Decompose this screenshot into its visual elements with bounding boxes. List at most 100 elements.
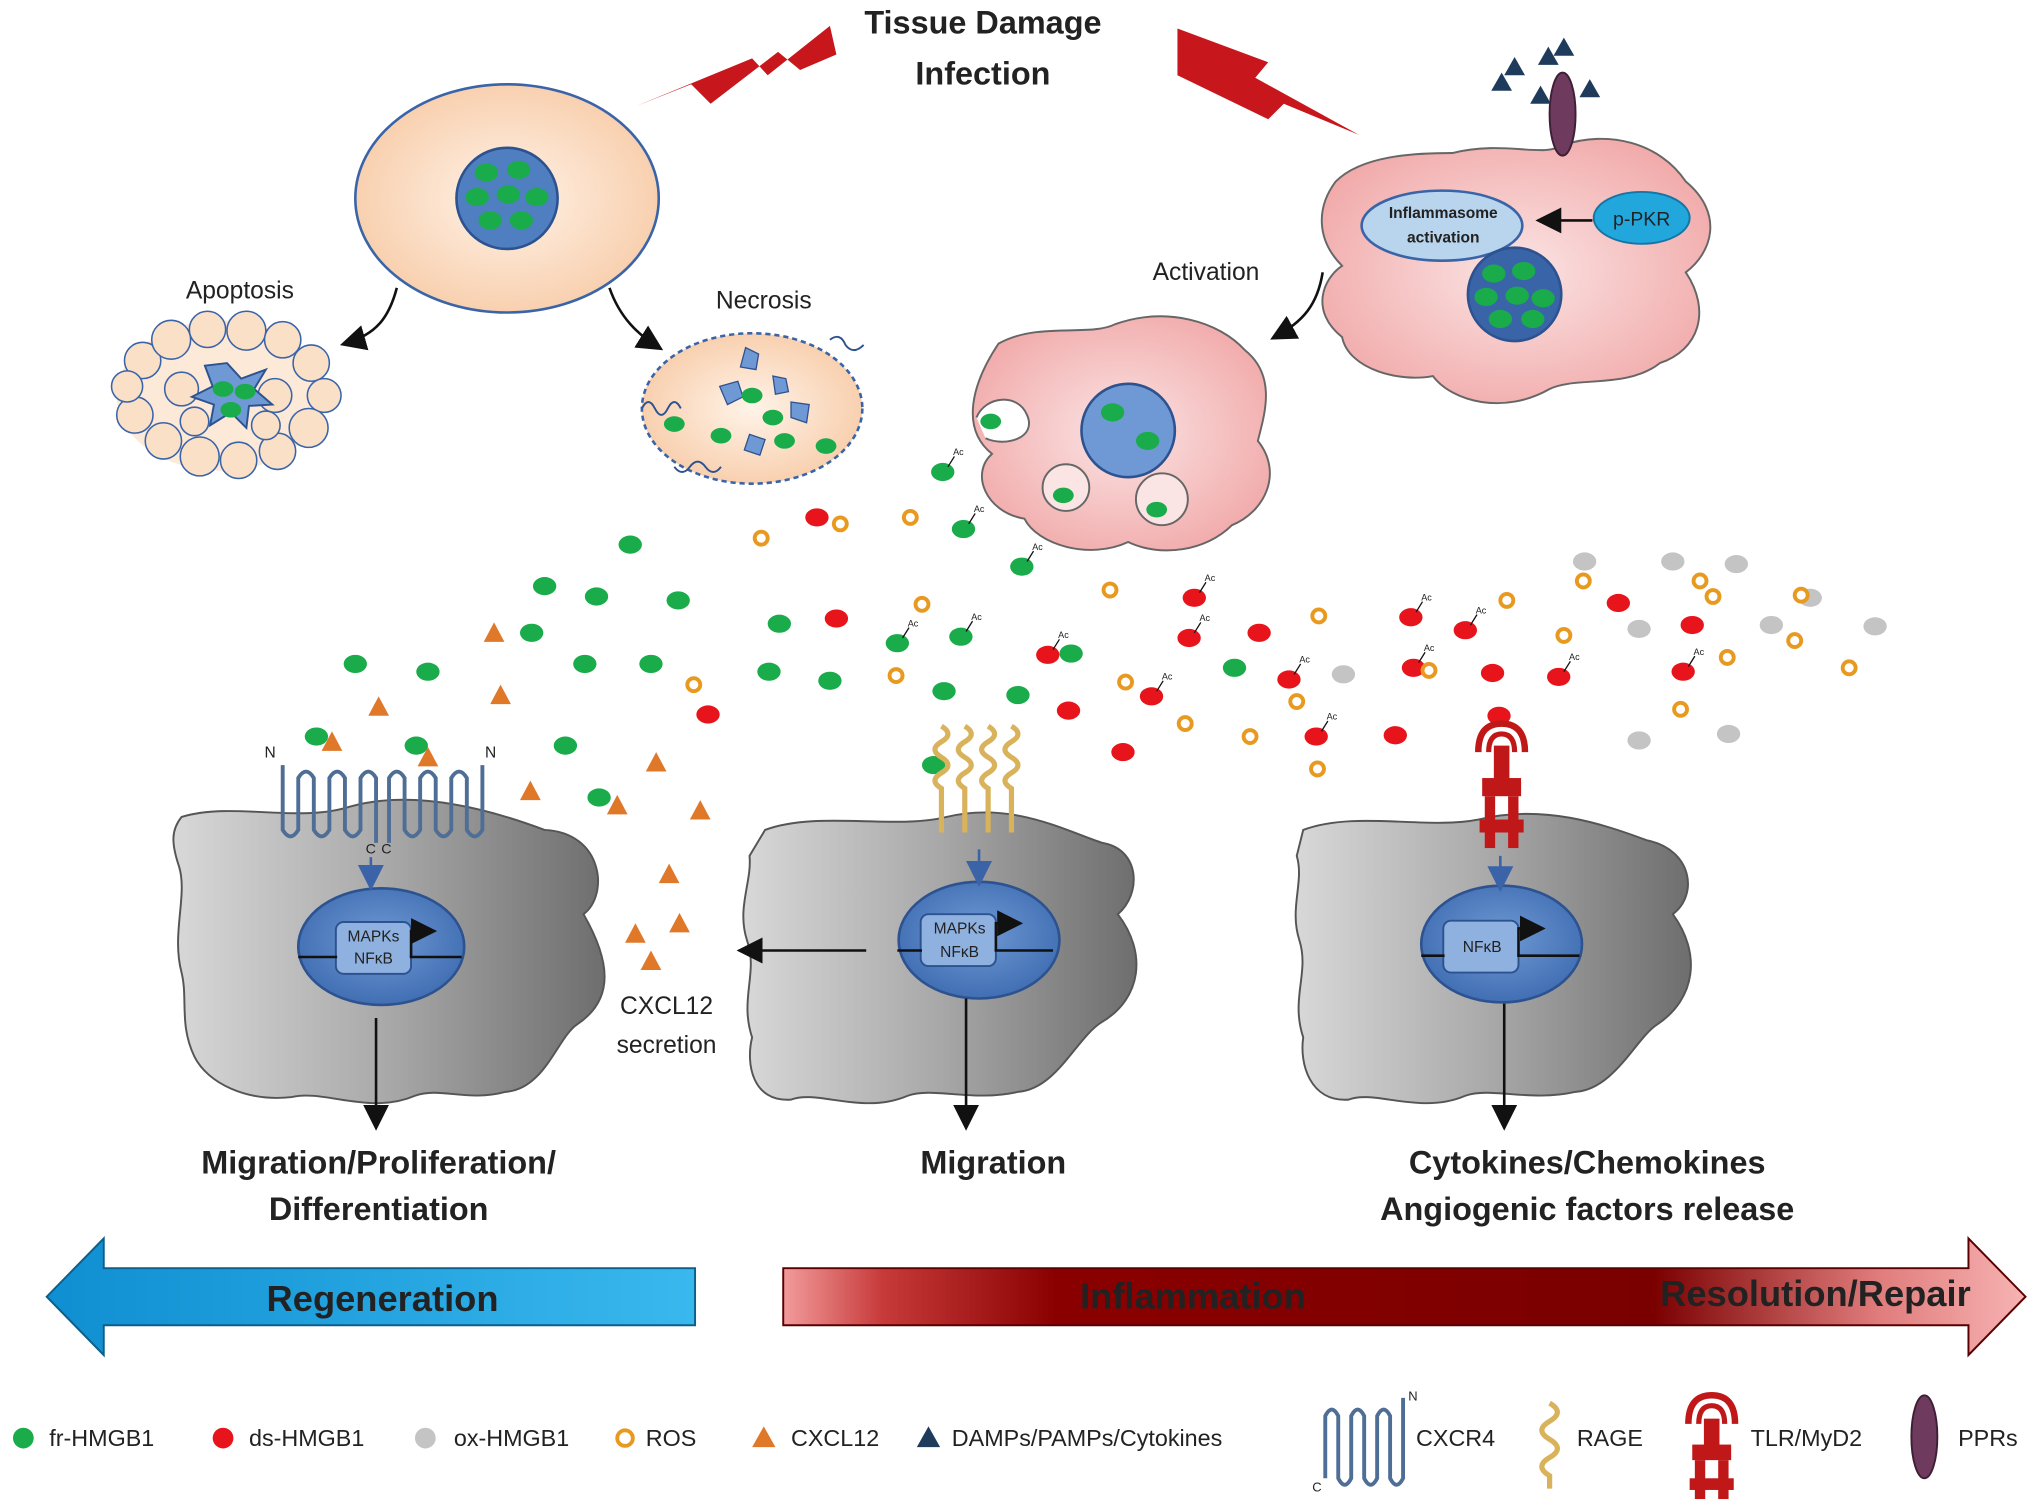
outcome-left-line1: Migration/Proliferation/ <box>201 1145 556 1181</box>
fr-hmgb1-dot <box>818 671 842 690</box>
inflammasome-line2: activation <box>1407 229 1480 246</box>
ros-ring <box>1241 728 1259 745</box>
acetylated-fr-hmgb1-dot <box>1010 557 1034 576</box>
fr-hmgb1-dot <box>767 614 792 633</box>
ds-hmgb1-dot <box>1111 743 1135 762</box>
cxcr4-c-left: C <box>366 841 376 857</box>
ppr-receptor-icon <box>1548 71 1577 157</box>
ros-ring <box>685 676 703 694</box>
fr-hmgb1-dot <box>343 654 367 674</box>
ros-ring <box>1691 572 1709 590</box>
middle-pathway-line2: NFκB <box>940 944 979 961</box>
ros-ring <box>887 667 905 685</box>
necrotic-cell <box>640 331 864 485</box>
ros-ring <box>1310 607 1328 625</box>
ds-hmgb1-dot <box>1606 593 1631 613</box>
fr-hmgb1-dot <box>921 756 946 775</box>
outcome-right-line1: Cytokines/Chemokines <box>1409 1145 1766 1181</box>
necrotic-hmgb1 <box>663 387 837 454</box>
cxcl12-triangle <box>658 863 680 884</box>
fr-hmgb1-dot <box>1006 685 1030 705</box>
apoptosis-label: Apoptosis <box>186 277 294 304</box>
arrow-to-activated-cell <box>1270 272 1324 340</box>
middle-pathway-line1: MAPKs <box>934 921 986 938</box>
tlr-receptor <box>1475 720 1529 849</box>
ox-hmgb1-dot <box>1627 619 1651 638</box>
cxcl12-triangle <box>645 752 667 772</box>
acetyl-link <box>1418 651 1426 663</box>
ox-hmgb1-dot <box>1759 615 1784 635</box>
fr-hmgb1-dot <box>757 662 781 681</box>
fr-hmgb1-dot <box>532 577 557 596</box>
fr-hmgb1-dot <box>416 662 440 681</box>
fr-hmgb1-dot <box>587 788 611 807</box>
acetylated-fr-hmgb1-dot <box>885 634 910 653</box>
ros-ring <box>1840 659 1858 677</box>
acetyl-link <box>1563 660 1571 673</box>
acetyl-link <box>965 620 974 632</box>
ds-hmgb1-dot <box>1056 701 1081 720</box>
damps-triangles <box>1491 37 1601 104</box>
header-line2: Infection <box>915 55 1050 91</box>
outcome-middle: Migration <box>920 1145 1066 1181</box>
ox-hmgb1-dot <box>1716 724 1741 744</box>
outcome-right-line2: Angiogenic factors release <box>1380 1191 1794 1227</box>
ds-hmgb1-dot <box>1680 615 1704 635</box>
resolution-label: Resolution/Repair <box>1660 1273 1971 1314</box>
apoptotic-cell <box>110 310 342 480</box>
acetyl-tag: Ac <box>1205 573 1216 583</box>
cxcl12-triangle <box>606 794 628 815</box>
orange-triangle-icon <box>752 1426 776 1448</box>
ros-ring <box>901 508 919 526</box>
left-pathway-line1: MAPKs <box>348 928 400 945</box>
fr-hmgb1-dot <box>1059 644 1083 663</box>
cxcl12-secretion-line1: CXCL12 <box>620 993 713 1020</box>
ros-ring <box>1792 586 1810 604</box>
ros-ring <box>1420 661 1438 679</box>
ros-ring <box>1704 588 1722 605</box>
navy-triangle-icon <box>916 1426 941 1448</box>
ds-hmgb1-dot <box>1480 663 1505 683</box>
cxcr4-n-right: N <box>485 744 496 761</box>
acetylated-ds-hmgb1-dot <box>1304 727 1328 746</box>
fr-hmgb1-dot <box>304 727 329 746</box>
acetyl-tag: Ac <box>1421 592 1432 602</box>
ds-hmgb1-dot <box>1383 726 1407 745</box>
legend-label-7: RAGE <box>1577 1425 1643 1451</box>
ros-ring <box>831 515 849 533</box>
fr-hmgb1-dot <box>666 591 690 610</box>
legend-label-9: PPRs <box>1958 1425 2018 1451</box>
cxcr4-c-right: C <box>381 841 391 857</box>
ds-hmgb1-dot <box>696 705 720 724</box>
acetylated-fr-hmgb1-dot <box>949 627 973 646</box>
healthy-nucleus-hmgb1 <box>465 160 549 230</box>
rage-receptor <box>932 723 1021 833</box>
arrow-to-apoptosis <box>339 287 399 351</box>
acetylated-ds-hmgb1-dot <box>1036 645 1060 664</box>
ros-ring <box>913 595 931 613</box>
acetylated-ds-hmgb1-dot <box>1399 608 1423 627</box>
legend-label-4: CXCL12 <box>791 1425 879 1451</box>
fr-hmgb1-dot <box>584 587 609 606</box>
acetyl-link <box>1193 622 1202 634</box>
gray-dot-icon <box>414 1427 436 1449</box>
cxcl12-triangle <box>490 684 511 705</box>
ds-hmgb1-dot <box>1247 623 1271 642</box>
acetyl-tag: Ac <box>1569 652 1580 662</box>
cxcl12-triangle <box>640 950 662 970</box>
fr-hmgb1-dot <box>519 623 544 642</box>
apoptotic-hmgb1 <box>212 381 256 418</box>
pkr-label: p-PKR <box>1613 209 1670 231</box>
acetyl-tag: Ac <box>974 504 985 514</box>
ros-ring <box>1498 591 1516 609</box>
acetyl-link <box>947 456 955 468</box>
acetyl-link <box>1293 663 1302 675</box>
necrosis-label: Necrosis <box>716 288 812 315</box>
macrophage-nucleus <box>1080 382 1177 479</box>
acetyl-tag: Ac <box>1694 647 1705 657</box>
acetylated-ds-hmgb1-dot <box>1139 687 1164 706</box>
acetylated-ds-hmgb1-dot <box>1177 628 1201 648</box>
acetyl-tag: Ac <box>908 618 919 628</box>
